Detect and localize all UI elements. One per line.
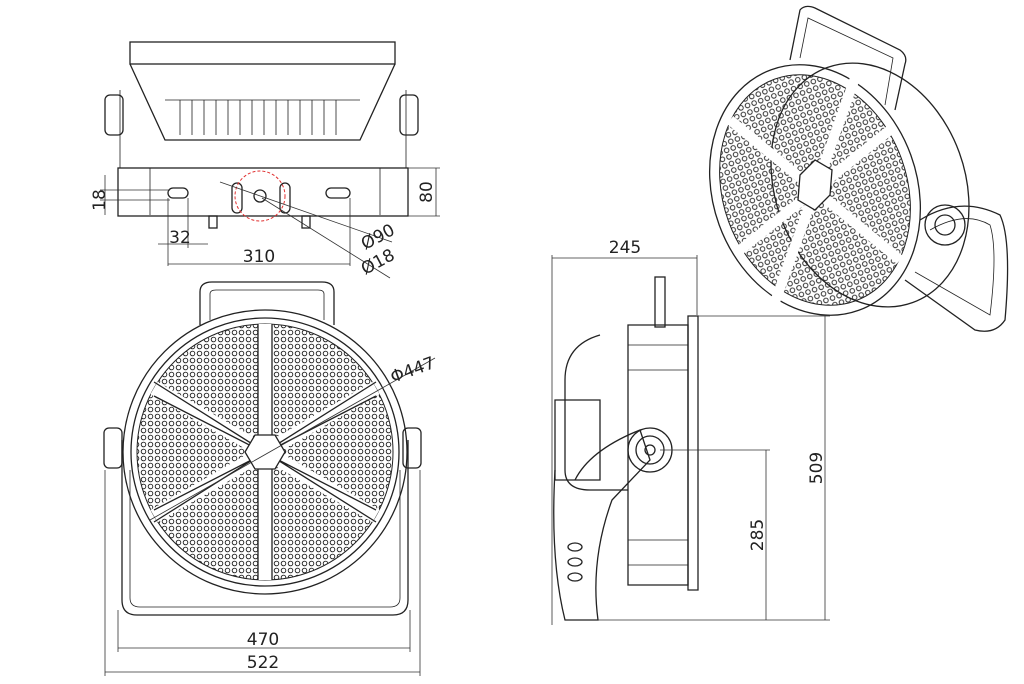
dim-bracket-height: 80 — [417, 181, 437, 203]
side-view: 245 509 285 — [551, 238, 830, 625]
dim-center-diameter: Ø90 — [358, 220, 398, 254]
isometric-view — [708, 5, 1009, 332]
dim-slot-spacing: 310 — [243, 247, 275, 267]
dim-inner-width: 470 — [247, 630, 279, 650]
dim-slot-width: 32 — [169, 228, 191, 248]
dim-slot-height: 18 — [90, 189, 110, 211]
dim-hole-diameter: Ø18 — [358, 245, 398, 279]
highlight-circle — [234, 170, 286, 222]
top-view: 18 32 310 80 Ø90 Ø18 — [90, 41, 440, 279]
dim-overall-height: 509 — [807, 452, 827, 484]
dim-overall-width: 522 — [247, 653, 279, 673]
dim-lamp-diameter: Φ447 — [388, 353, 438, 387]
dim-pivot-height: 285 — [748, 519, 768, 551]
front-view: Φ447 470 522 — [103, 281, 438, 676]
dim-depth: 245 — [609, 238, 641, 258]
